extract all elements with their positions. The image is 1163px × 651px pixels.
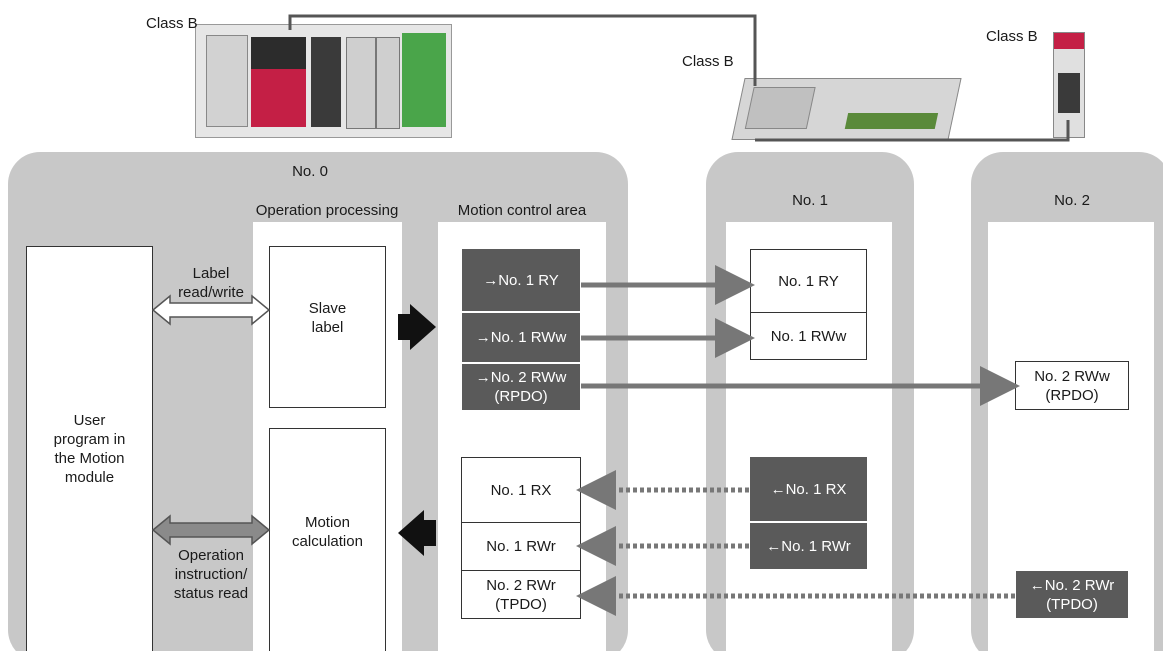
servo-class-label: Class B: [986, 28, 1038, 45]
station-1-title: No. 1: [792, 192, 828, 209]
recv-no2-rwr-box: No. 2 RWr (TPDO): [461, 570, 581, 619]
plc-rack-image: [195, 24, 452, 138]
operation-processing-heading: Operation processing: [255, 202, 399, 219]
send-no1-ry-box: →No. 1 RY: [461, 248, 581, 312]
send-no2-rww-box: →No. 2 RWw (RPDO): [461, 363, 581, 411]
label-read-write-arrow: [151, 294, 271, 326]
plc-class-label: Class B: [146, 15, 198, 32]
network-cable: [288, 14, 1070, 142]
operation-instruction-text: Operation instruction/ status read: [173, 547, 249, 602]
send-no1-rww-box: →No. 1 RWw: [461, 312, 581, 363]
station-0-title: No. 0: [292, 163, 328, 180]
user-program-box: User program in the Motion module: [26, 246, 153, 651]
label-read-write-text: Label read/write: [178, 265, 244, 301]
station-2-title: No. 2: [1054, 192, 1090, 209]
arrow-motion-area-to-calculation: [398, 510, 436, 556]
slave2-rww-box: No. 2 RWw (RPDO): [1015, 361, 1129, 410]
slave1-ry-box: No. 1 RY: [750, 249, 867, 313]
io-module-class-label: Class B: [682, 53, 734, 70]
slave1-rwr-box: ←No. 1 RWr: [749, 522, 868, 570]
operation-instruction-arrow: [151, 514, 271, 546]
slave-label-box: Slave label: [269, 246, 386, 408]
motion-calculation-box: Motion calculation: [269, 428, 386, 651]
recv-no1-rx-box: No. 1 RX: [461, 457, 581, 523]
recv-no1-rwr-box: No. 1 RWr: [461, 522, 581, 571]
motion-control-heading: Motion control area: [457, 202, 587, 219]
arrow-slave-label-to-motion-area: [398, 304, 436, 350]
slave1-rww-box: No. 1 RWw: [750, 312, 867, 360]
slave2-rwr-box: ←No. 2 RWr (TPDO): [1015, 570, 1129, 619]
slave1-rx-box: ←No. 1 RX: [749, 456, 868, 522]
